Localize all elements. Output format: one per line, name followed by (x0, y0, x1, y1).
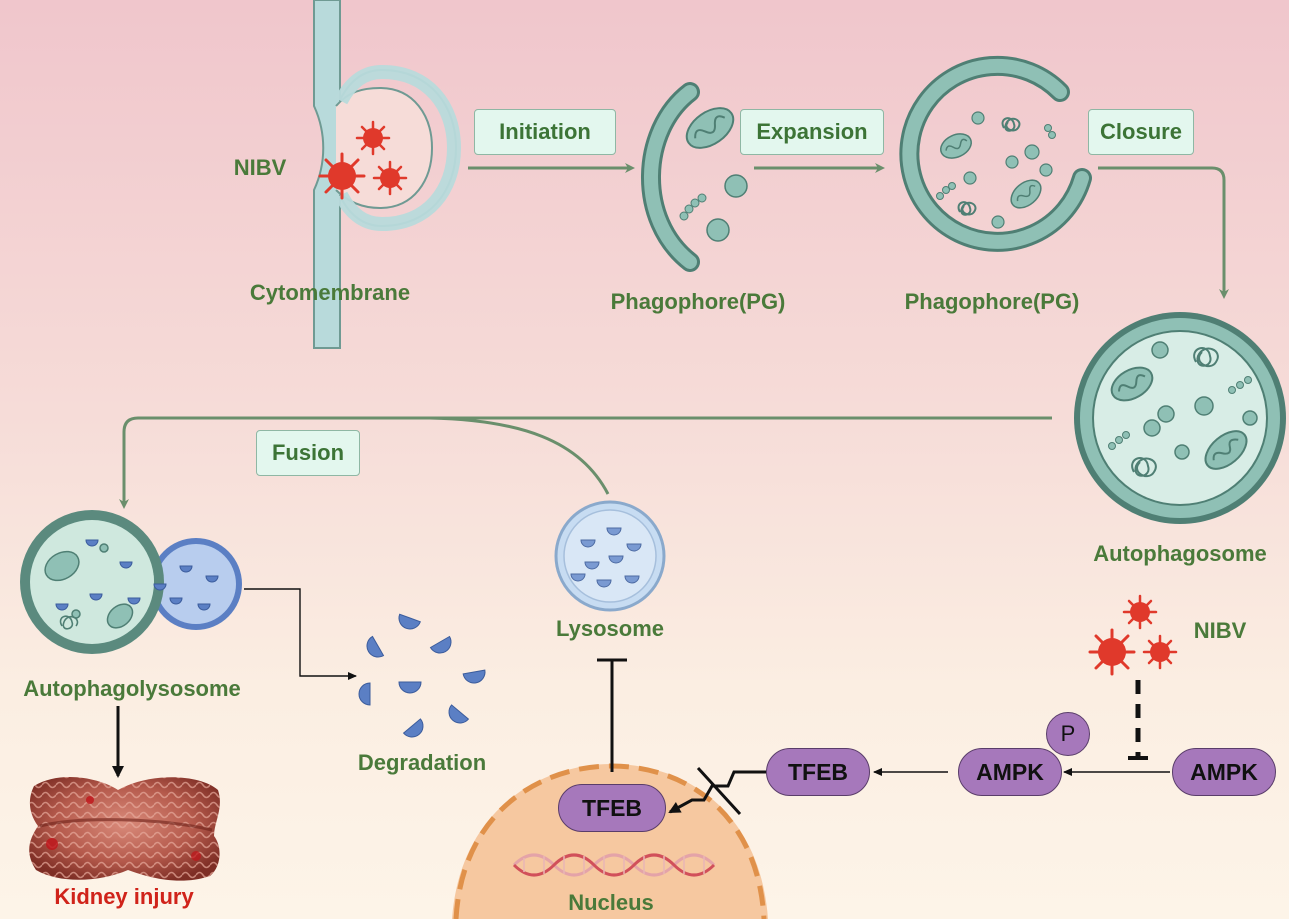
virus-icon-bottom (1088, 594, 1178, 676)
inhibition-ampk (1128, 680, 1148, 760)
phospho-badge: P (1046, 712, 1090, 756)
degradation-fragments (358, 613, 486, 738)
dna-helix-icon (512, 853, 716, 877)
nibv-label-top: NIBV (233, 155, 287, 180)
fusion-arrow (119, 416, 1052, 509)
block-slash (696, 766, 742, 816)
kidney-injury-label: Kidney injury (54, 884, 194, 909)
lysosome-shape (554, 500, 666, 612)
phagophore-label-2: Phagophore(PG) (904, 289, 1080, 314)
nibv-label-bottom: NIBV (1193, 618, 1247, 643)
autophagolysosome-label: Autophagolysosome (23, 676, 241, 701)
phospho-ampk-pill: AMPK (958, 748, 1062, 796)
inhibition-lysosome (597, 658, 627, 772)
kidney-tissue-image (29, 777, 220, 881)
virus-icon-top (318, 120, 408, 200)
degradation-label: Degradation (357, 750, 487, 775)
expansion-step-label: Expansion (740, 109, 884, 155)
lysosome-label: Lysosome (555, 616, 665, 641)
cytomembrane-label: Cytomembrane (249, 280, 411, 305)
degradation-arrow (244, 588, 357, 680)
autophagosome-shape (1074, 312, 1286, 524)
initiation-step-label: Initiation (474, 109, 616, 155)
blocked-translocation-arrow (668, 770, 766, 814)
ampk-pill: AMPK (1172, 748, 1276, 796)
fusion-step-label: Fusion (256, 430, 360, 476)
phagophore-2-shape (899, 55, 1092, 252)
lysosome-link (429, 416, 610, 495)
autophagosome-label: Autophagosome (1093, 541, 1267, 566)
nucleus-label: Nucleus (568, 890, 654, 915)
tfeb-nucleus-pill: TFEB (558, 784, 666, 832)
autophagolysosome-shape (20, 510, 242, 654)
phagophore-label-1: Phagophore(PG) (610, 289, 786, 314)
closure-arrow (1098, 166, 1229, 299)
tfeb-cytoplasm-pill: TFEB (766, 748, 870, 796)
closure-step-label: Closure (1088, 109, 1194, 155)
phagophore-1-shape (641, 82, 748, 272)
